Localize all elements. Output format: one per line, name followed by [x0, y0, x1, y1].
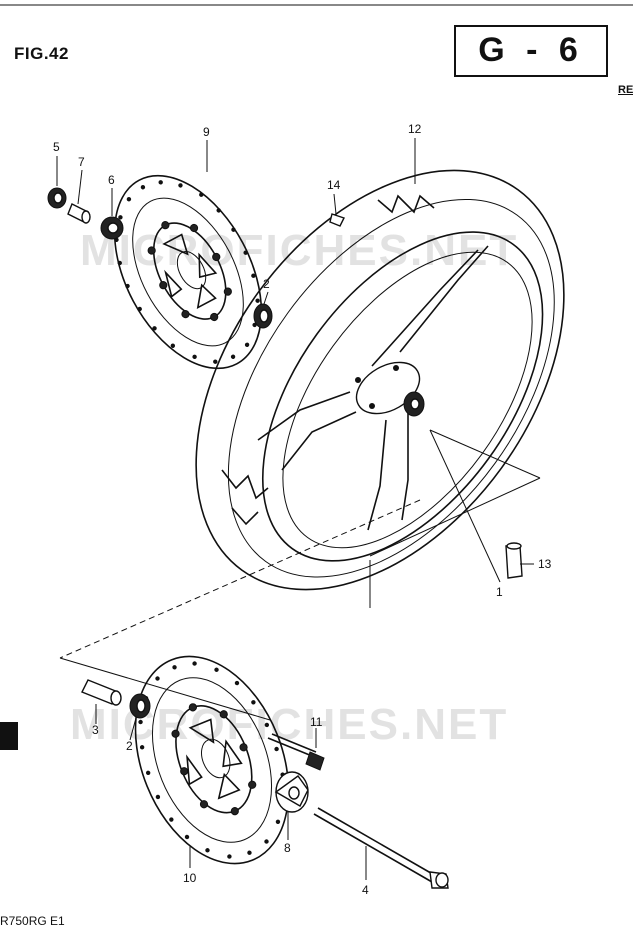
tire-outer	[195, 169, 565, 591]
callout-2-upper: 2	[263, 277, 270, 291]
wheel-assembly	[195, 169, 565, 591]
upper-brake-disc	[113, 174, 263, 370]
callout-5: 5	[53, 140, 60, 154]
callout-1: 1	[496, 585, 503, 599]
ref-text: RE	[618, 84, 633, 96]
part-3-spacer	[81, 679, 122, 706]
part-4-axle	[313, 807, 449, 889]
callout-9: 9	[203, 125, 210, 139]
part-11-bolt	[267, 733, 325, 771]
callout-10: 10	[183, 871, 197, 885]
callout-13: 13	[538, 557, 552, 571]
callout-14: 14	[327, 178, 341, 192]
page-code-box: G - 6	[454, 25, 608, 77]
tire-inner	[227, 198, 555, 578]
model-code: R750RG E1	[0, 914, 65, 928]
callout-3: 3	[92, 723, 99, 737]
part-5-nut	[47, 187, 67, 209]
lower-disc-cutouts	[186, 718, 243, 800]
leader-lines	[56, 138, 534, 880]
callout-11: 11	[310, 715, 323, 729]
callout-labels: 5 7 6 9 12 14 2 13 1 3 2 11 8 10 4	[53, 122, 552, 897]
callout-7: 7	[78, 155, 85, 169]
lower-disc-bolts	[171, 703, 257, 816]
upper-disc-holes	[114, 180, 260, 364]
axle-alignment-lines	[59, 477, 541, 721]
part-7-collar	[67, 203, 91, 224]
wheel-spokes	[257, 245, 489, 531]
page-edge-tab	[0, 722, 18, 750]
upper-disc-bolts	[147, 221, 232, 322]
upper-disc-cutouts	[162, 233, 218, 310]
part-14-valve	[329, 213, 345, 227]
callout-6: 6	[108, 173, 115, 187]
part-2-lower-bearing	[129, 693, 151, 719]
callout-8: 8	[284, 841, 291, 855]
wheel-hub	[355, 361, 425, 417]
rim-inner	[282, 251, 533, 549]
figure-label: FIG.42	[14, 44, 69, 63]
part-13-weight	[505, 542, 523, 579]
part-1-bearing-leader	[429, 429, 541, 583]
callout-2-lower: 2	[126, 739, 133, 753]
lower-disc-holes	[138, 661, 286, 859]
part-8-gearbox	[274, 771, 309, 813]
callout-4: 4	[362, 883, 369, 897]
rim-outer	[261, 231, 544, 562]
part-6-spacer	[100, 216, 124, 240]
tire-tread	[221, 194, 435, 526]
part-2-upper-bearing	[253, 303, 273, 329]
callout-12: 12	[408, 122, 422, 136]
